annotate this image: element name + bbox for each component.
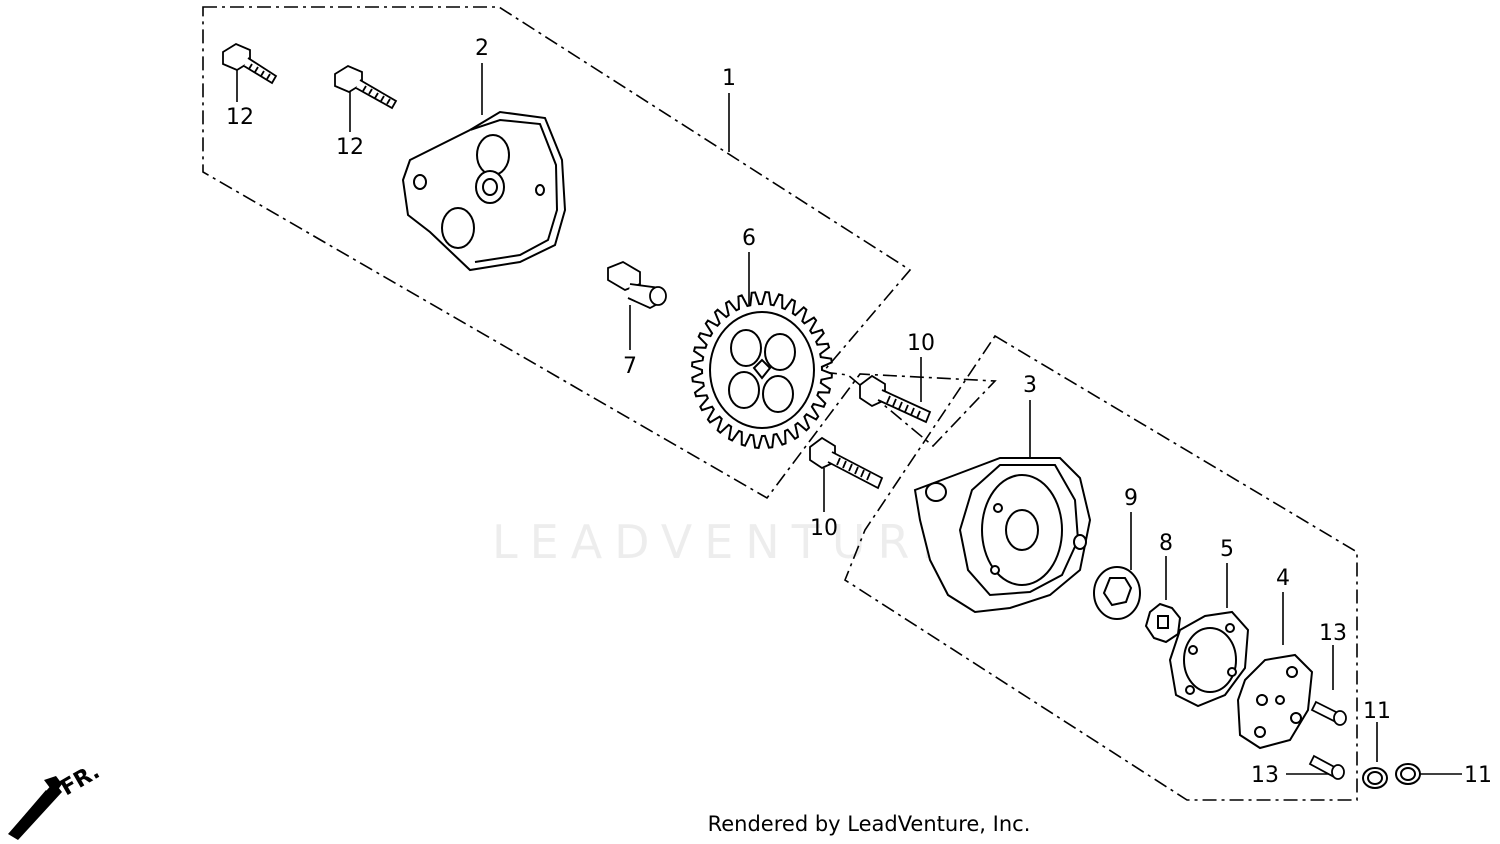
outer-rotor-part-9 [1093,566,1141,620]
end-plate-part-4 [1236,653,1314,750]
gear-lightening-hole [762,375,794,413]
callout-5: 5 [1220,537,1234,562]
callout-11a: 11 [1363,699,1391,724]
callout-7: 7 [623,354,637,379]
gear-lightening-hole [730,329,762,367]
callout-13a: 13 [1319,621,1347,646]
callout-13b: 13 [1251,763,1279,788]
gasket-part-5 [1168,610,1250,708]
bolt-12b [334,64,398,110]
callout-6: 6 [742,226,756,251]
callout-12a: 12 [226,105,254,130]
o-ring-11b [1395,763,1421,785]
gear-center-hub [752,358,772,380]
bolt-10a [859,374,932,424]
callout-9: 9 [1124,486,1138,511]
gear-lightening-hole [764,333,796,371]
screw-13a [1310,700,1347,726]
callout-4: 4 [1276,566,1290,591]
gear-lightening-hole [728,371,760,409]
pin-part-7 [607,261,667,310]
callout-2: 2 [475,36,489,61]
bolt-10b [809,436,884,490]
assembly-1-boundary [202,6,997,500]
footer-credit: Rendered by LeadVenture, Inc. [0,812,1500,836]
direction-label: FR. [57,759,105,801]
callout-12b: 12 [336,135,364,160]
callout-10b: 10 [810,516,838,541]
gear-part-6 [691,291,833,449]
watermark: LEADVENTURE [492,515,963,569]
assembly-3-boundary [844,334,1358,801]
callout-8: 8 [1159,531,1173,556]
inner-rotor-part-8 [1144,602,1182,644]
callout-3: 3 [1023,373,1037,398]
pump-body-part-3 [913,457,1092,614]
callout-10a: 10 [907,331,935,356]
callout-1: 1 [722,66,736,91]
footer-text: Rendered by LeadVenture, Inc. [707,812,1031,836]
pump-cover-part-2 [401,110,567,272]
o-ring-11a [1362,767,1388,789]
screw-13b [1308,754,1345,780]
callout-11b: 11 [1464,763,1492,788]
bolt-12a [222,42,278,85]
